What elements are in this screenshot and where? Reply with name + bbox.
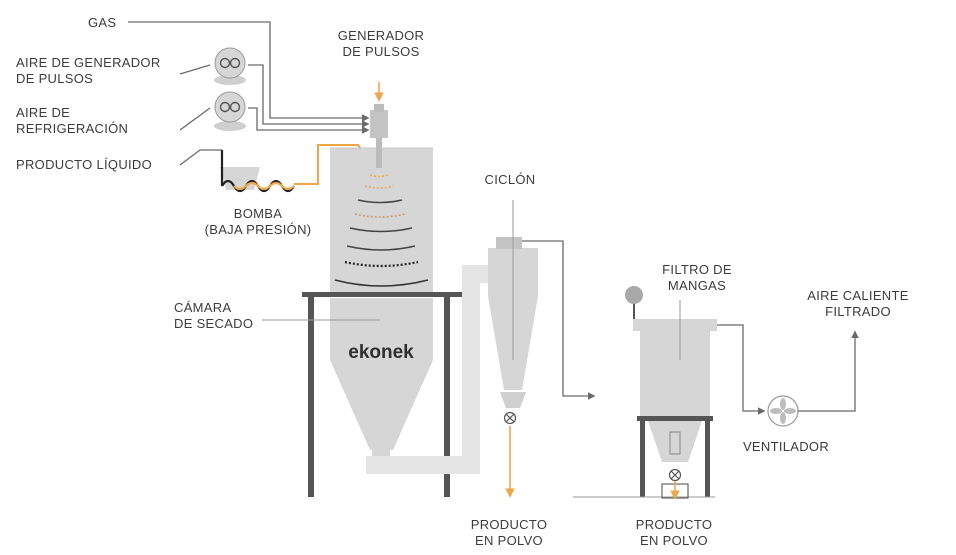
pulse-air-line — [179, 64, 370, 128]
label-chamber-1: CÁMARA — [174, 300, 231, 315]
label-powder-1b: EN POLVO — [475, 533, 543, 548]
pump-hose — [220, 150, 295, 193]
ekonek-logo: ekonek — [348, 342, 414, 363]
label-cooling-air-1: AIRE DE — [16, 105, 70, 120]
label-cyclone: CICLÓN — [485, 172, 536, 187]
chamber-support-frame — [302, 292, 466, 497]
gas-line — [128, 21, 370, 122]
label-bag-filter-2: MANGAS — [668, 278, 726, 293]
bag-filter — [625, 286, 717, 416]
cyclone-valve — [503, 411, 517, 425]
cooling-air-blower — [214, 91, 246, 131]
cyclone — [488, 200, 538, 408]
label-pulse-air-1: AIRE DE GENERADOR — [16, 55, 161, 70]
label-pulse-generator-1: GENERADOR — [338, 28, 425, 43]
pulse-air-blower — [214, 47, 246, 85]
drying-chamber — [330, 147, 433, 464]
label-hot-air-1: AIRE CALIENTE — [807, 288, 908, 303]
label-pump-1: BOMBA — [234, 206, 282, 221]
label-powder-1a: PRODUCTO — [471, 517, 548, 532]
filter-hopper — [648, 421, 702, 462]
pulse-generator — [370, 82, 388, 168]
label-hot-air-2: FILTRADO — [825, 304, 891, 319]
label-pump-2: (BAJA PRESIÓN) — [205, 222, 312, 237]
label-pulse-air-2: DE PULSOS — [16, 71, 93, 86]
filter-to-fan-line — [717, 324, 766, 415]
label-gas: GAS — [88, 15, 116, 30]
filter-valve — [661, 468, 689, 499]
cooling-air-line — [179, 107, 370, 134]
label-cooling-air-2: REFRIGERACIÓN — [16, 121, 128, 136]
label-liquid-product: PRODUCTO LÍQUIDO — [16, 157, 152, 172]
label-powder-2a: PRODUCTO — [636, 517, 713, 532]
label-fan: VENTILADOR — [743, 439, 829, 454]
fan-exhaust-line — [798, 330, 859, 412]
label-chamber-2: DE SECADO — [174, 316, 253, 331]
filter-support-frame — [573, 416, 715, 498]
spray-pattern — [334, 174, 429, 287]
label-bag-filter-1: FILTRO DE — [662, 262, 732, 277]
label-powder-2b: EN POLVO — [640, 533, 708, 548]
label-pulse-generator-2: DE PULSOS — [342, 44, 419, 59]
cyclone-to-filter-line — [522, 240, 596, 400]
fan — [767, 395, 799, 427]
